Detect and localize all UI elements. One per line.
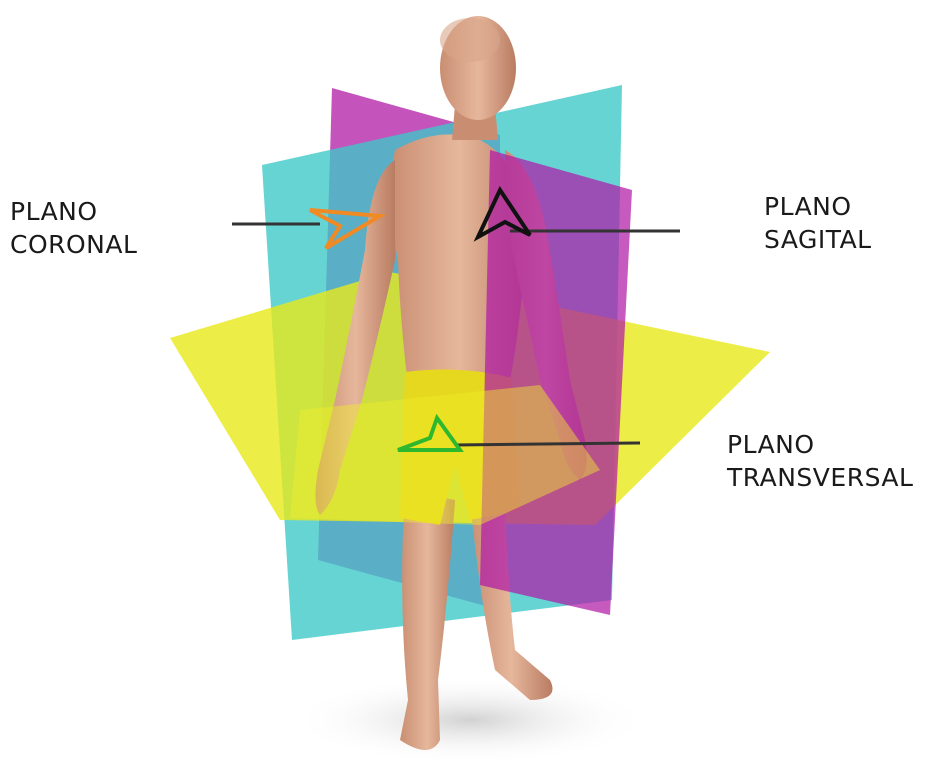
coronal-plane-label: PLANO CORONAL — [10, 195, 137, 261]
sagittal-label-line2: SAGITAL — [764, 223, 872, 256]
transversal-label-line2: TRANSVERSAL — [727, 461, 913, 494]
sagittal-plane-front — [480, 150, 632, 615]
transversal-plane-label: PLANO TRANSVERSAL — [727, 428, 913, 494]
sagittal-label-line1: PLANO — [764, 190, 872, 223]
floor-shadow — [290, 675, 650, 765]
transversal-leader-line — [455, 443, 640, 445]
sagittal-plane-label: PLANO SAGITAL — [764, 190, 872, 256]
coronal-label-line2: CORONAL — [10, 228, 137, 261]
transversal-label-line1: PLANO — [727, 428, 913, 461]
coronal-label-line1: PLANO — [10, 195, 137, 228]
